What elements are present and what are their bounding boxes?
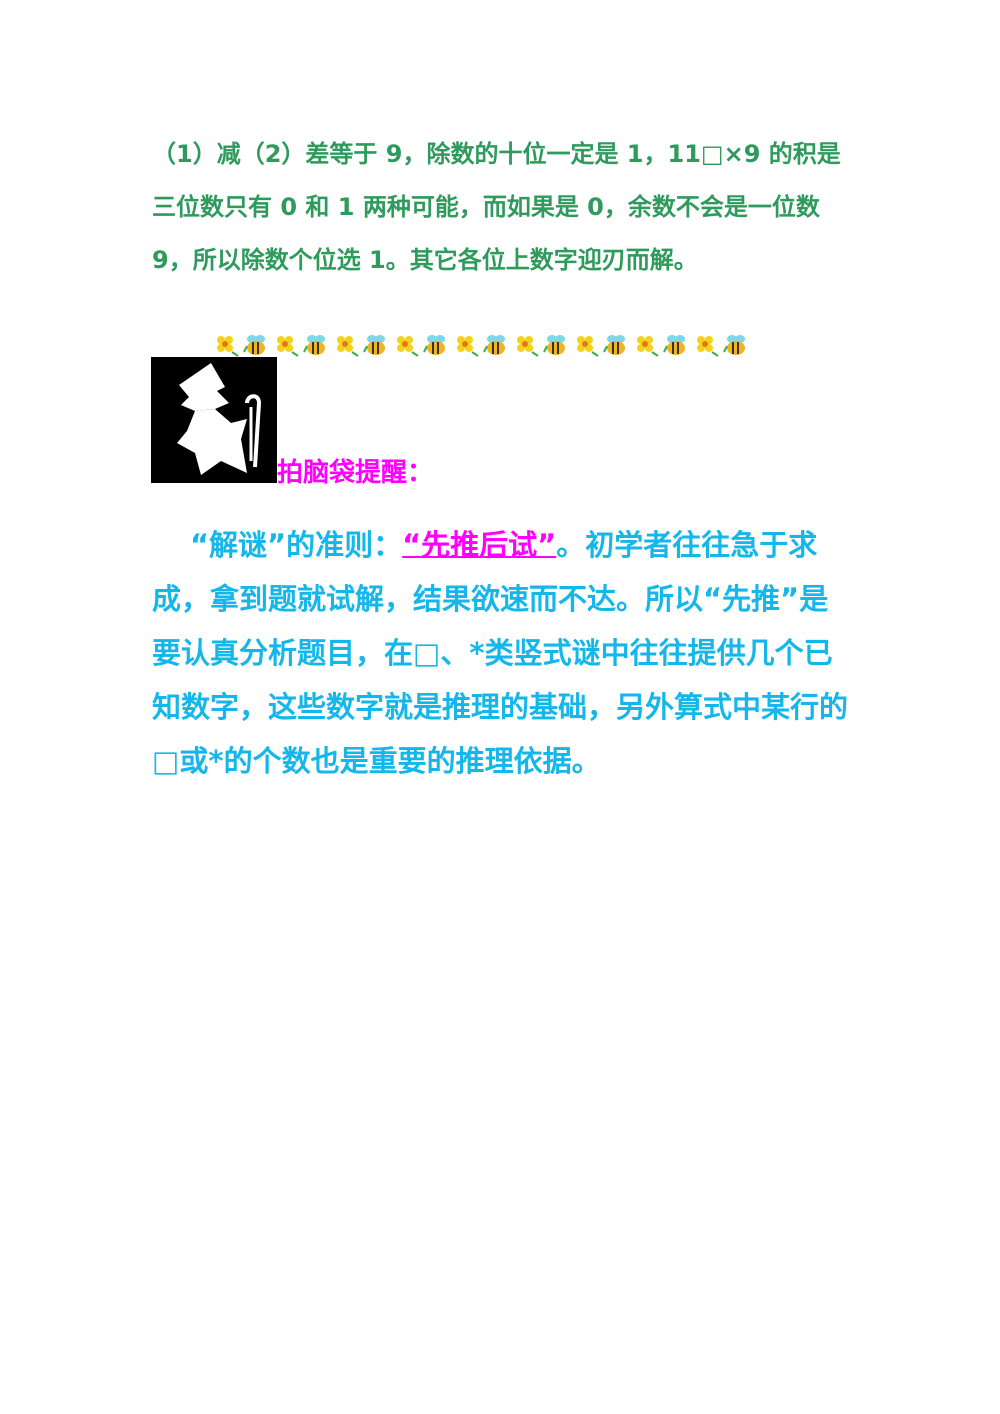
flower-icon <box>632 332 660 358</box>
flower-icon <box>572 332 600 358</box>
bee-icon <box>662 332 690 358</box>
flower-icon <box>392 332 420 358</box>
bee-icon <box>422 332 450 358</box>
flower-icon <box>512 332 540 358</box>
highlight-principle: “先推后试” <box>402 528 557 562</box>
bee-icon <box>302 332 330 358</box>
flower-icon <box>452 332 480 358</box>
explanation-paragraph: （1）减（2）差等于 9，除数的十位一定是 1，11□×9 的积是三位数只有 0… <box>152 140 841 274</box>
flower-icon <box>332 332 360 358</box>
tip-paragraph: “解谜”的准则：“先推后试”。初学者往往急于求成，拿到题就试解，结果欲速而不达。… <box>152 518 852 788</box>
bee-icon <box>722 332 750 358</box>
tip-part-2: 。初学者往往急于求成，拿到题就试解，结果欲速而不达。所以“先推”是要认真分析题目… <box>152 528 849 778</box>
gentleman-silhouette-icon <box>151 357 277 483</box>
bee-icon <box>542 332 570 358</box>
decorative-border <box>212 330 757 360</box>
flower-icon <box>212 332 240 358</box>
bee-icon <box>362 332 390 358</box>
top-hat-gentleman-image <box>151 357 277 483</box>
tip-part-1: “解谜”的准则： <box>190 528 403 562</box>
bee-icon <box>482 332 510 358</box>
bee-icon <box>242 332 270 358</box>
flower-icon <box>692 332 720 358</box>
bee-icon <box>602 332 630 358</box>
flower-icon <box>272 332 300 358</box>
reminder-heading: 拍脑袋提醒： <box>277 458 434 488</box>
